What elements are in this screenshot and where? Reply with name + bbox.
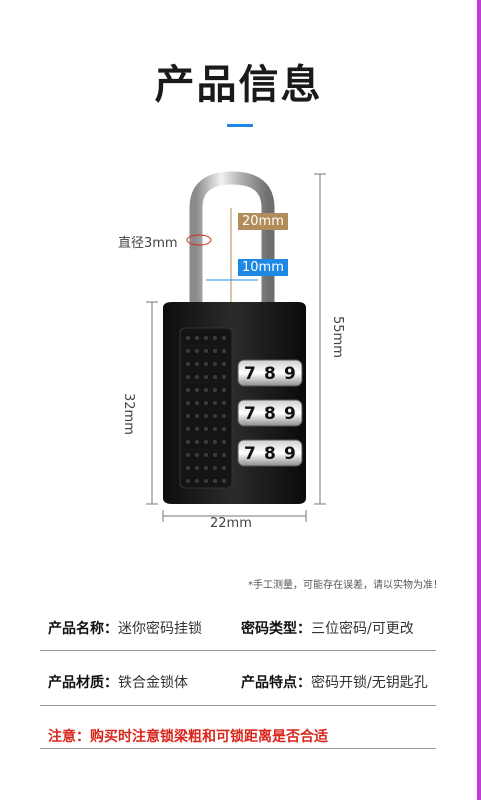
spec-key: 密码类型： — [241, 621, 311, 637]
title-underline — [227, 124, 253, 127]
lock-illustration: 7 8 9 7 8 9 7 8 9 — [146, 171, 326, 522]
spec-name: 产品名称：迷你密码挂锁 — [48, 618, 202, 638]
spec-password-type: 密码类型：三位密码/可更改 — [241, 618, 414, 638]
spec-key: 产品特点： — [241, 675, 311, 691]
spec-key: 产品名称： — [48, 621, 118, 637]
dial-digit: 8 — [264, 404, 276, 424]
shackle-width-badge: 10mm — [238, 259, 288, 276]
divider — [40, 705, 436, 706]
spec-value: 密码开锁/无钥匙孔 — [311, 675, 428, 691]
dial-digit: 9 — [284, 404, 296, 424]
dial-row-2: 7 8 9 — [237, 399, 303, 427]
spec-value: 铁合金锁体 — [118, 675, 188, 691]
dial-digit: 8 — [264, 444, 276, 464]
dial-row-1: 7 8 9 — [237, 359, 303, 387]
spec-value: 三位密码/可更改 — [311, 621, 414, 637]
divider — [40, 748, 436, 749]
body-height-label: 32mm — [121, 393, 136, 435]
dial-row-3: 7 8 9 — [237, 439, 303, 467]
shackle — [189, 171, 275, 320]
lock-figure: 7 8 9 7 8 9 7 8 9 直径3mm 20mm — [0, 160, 477, 540]
dial-digit: 7 — [244, 404, 256, 424]
dial-digit: 8 — [264, 364, 276, 384]
edge-stripe — [477, 0, 481, 800]
warning-text: 注意：购买时注意锁梁粗和可锁距离是否合适 — [48, 729, 328, 745]
total-height-label: 55mm — [330, 316, 345, 358]
page-title: 产品信息 — [154, 62, 323, 108]
divider — [40, 650, 436, 651]
dial-digit: 7 — [244, 444, 256, 464]
shackle-height-badge: 20mm — [238, 213, 288, 230]
grip-dots — [185, 335, 227, 484]
dial-digit: 7 — [244, 364, 256, 384]
spec-value: 迷你密码挂锁 — [118, 621, 202, 637]
diameter-label: 直径3mm — [118, 236, 178, 251]
spec-feature: 产品特点：密码开锁/无钥匙孔 — [241, 672, 428, 692]
spec-key: 产品材质： — [48, 675, 118, 691]
dial-digit: 9 — [284, 444, 296, 464]
measurement-note: *手工测量，可能存在误差，请以实物为准！ — [248, 580, 443, 591]
spec-material: 产品材质：铁合金锁体 — [48, 672, 188, 692]
dial-digit: 9 — [284, 364, 296, 384]
body-width-label: 22mm — [210, 516, 252, 531]
